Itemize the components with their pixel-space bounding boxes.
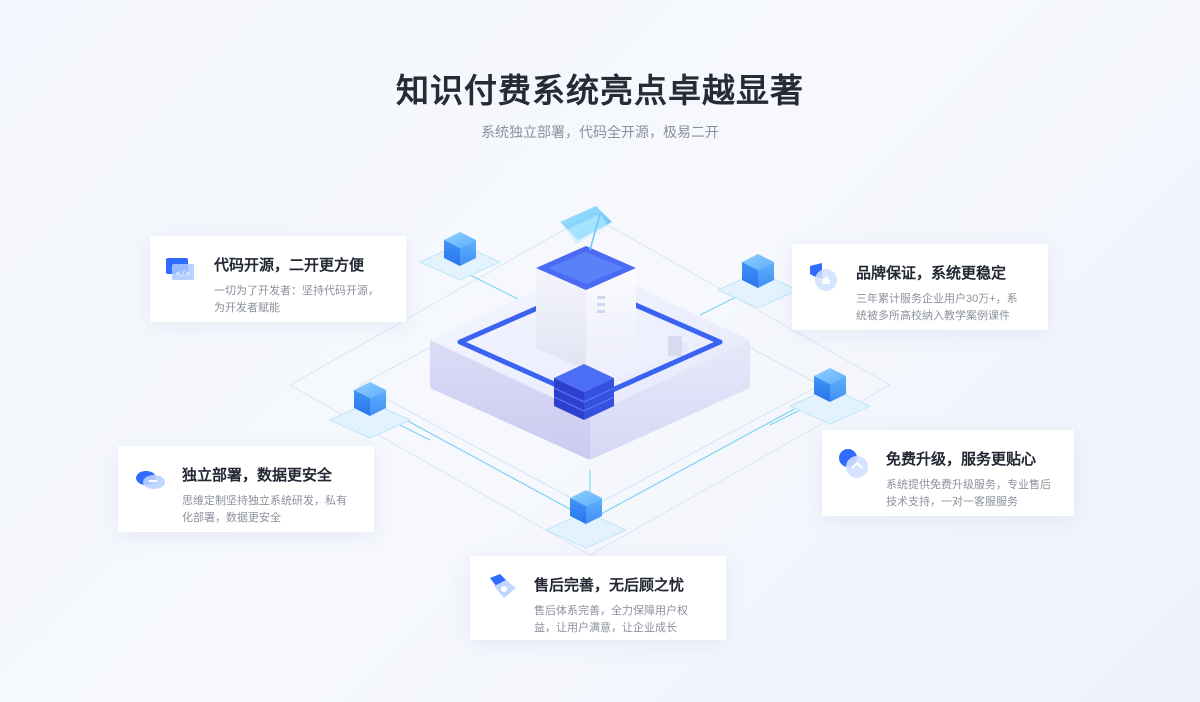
cube-right [788, 368, 872, 425]
cube-left [328, 382, 412, 439]
feature-card-open-source: </> 代码开源，二开更方便 一切为了开发者：坚持代码开源，为开发者赋能 [150, 236, 406, 322]
upgrade-icon [839, 449, 868, 478]
server-tower [536, 246, 636, 370]
feature-title: 品牌保证，系统更稳定 [856, 265, 1007, 282]
feature-card-after-sales: 售后完善，无后顾之忧 售后体系完善，全力保障用户权益，让用户满意，让企业成长 [470, 556, 726, 640]
server-stack-icon [553, 364, 615, 420]
cube-bottom [544, 490, 628, 549]
code-window-icon: </> [166, 258, 194, 280]
feature-card-deploy: 独立部署，数据更安全 思维定制坚持独立系统研发，私有化部署，数据更安全 [118, 446, 374, 532]
cloud-icon [136, 471, 165, 489]
feature-desc: 售后体系完善，全力保障用户权益，让用户满意，让企业成长 [534, 605, 688, 634]
cube-top-left [418, 232, 502, 281]
feature-title: 售后完善，无后顾之忧 [534, 577, 685, 594]
small-pedestal-icon [668, 336, 688, 356]
cube-top-right [716, 254, 800, 309]
glass-flag-icon [560, 206, 612, 251]
feature-title: 免费升级，服务更贴心 [886, 451, 1037, 468]
page-title: 知识付费系统亮点卓越显著 [396, 72, 804, 109]
feature-desc: 三年累计服务企业用户30万+，系统被多所高校纳入教学案例课件 [856, 293, 1018, 322]
feature-desc: 一切为了开发者：坚持代码开源，为开发者赋能 [214, 285, 379, 314]
svg-text:</>: </> [176, 269, 191, 278]
feature-title: 独立部署，数据更安全 [182, 467, 333, 484]
feature-desc: 系统提供免费升级服务，专业售后技术支持，一对一客服服务 [886, 479, 1051, 508]
feature-desc: 思维定制坚持独立系统研发，私有化部署，数据更安全 [182, 495, 347, 524]
page-subtitle: 系统独立部署，代码全开源，极易二开 [481, 124, 719, 140]
floor-diamond-outer [288, 214, 892, 556]
support-icon [490, 574, 516, 598]
feature-card-upgrade: 免费升级，服务更贴心 系统提供免费升级服务，专业售后技术支持，一对一客服服务 [822, 430, 1074, 516]
shield-icon [810, 263, 837, 291]
feature-card-brand: 品牌保证，系统更稳定 三年累计服务企业用户30万+，系统被多所高校纳入教学案例课… [792, 244, 1048, 330]
feature-title: 代码开源，二开更方便 [214, 257, 365, 274]
